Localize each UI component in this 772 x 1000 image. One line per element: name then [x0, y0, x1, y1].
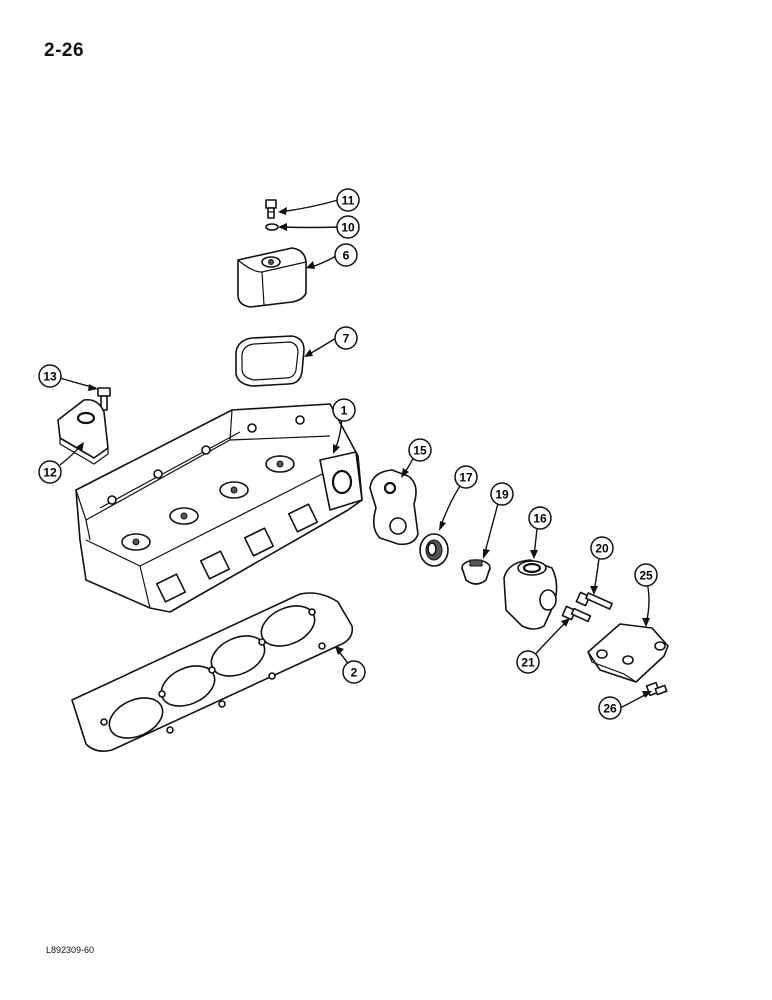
callout-16: 16 [528, 506, 552, 530]
seal-part-17 [419, 533, 449, 567]
callout-6: 6 [334, 243, 358, 267]
lifting-eye-part-12 [57, 398, 109, 465]
callout-21-number: 21 [521, 656, 535, 670]
callout-25-number: 25 [639, 569, 653, 583]
bolt-part-11 [265, 199, 277, 219]
callout-6-number: 6 [343, 249, 350, 263]
callout-25: 25 [634, 563, 658, 587]
head-gasket-part-2 [71, 592, 354, 752]
callout-1: 1 [332, 398, 356, 422]
callout-20-number: 20 [595, 542, 609, 556]
callout-13-number: 13 [43, 370, 57, 384]
callout-11: 11 [336, 188, 360, 212]
callout-26: 26 [598, 696, 622, 720]
housing-cap-part-6 [237, 247, 307, 308]
gasket-part-15 [369, 469, 419, 546]
bracket-part-25 [587, 623, 669, 683]
callout-11-number: 11 [342, 194, 355, 208]
water-outlet-part-16 [503, 559, 558, 630]
figure-code: L892309-60 [46, 945, 95, 955]
cylinder-head-part-1 [75, 403, 363, 613]
callout-19-number: 19 [495, 488, 509, 502]
thermostat-part-19 [461, 559, 491, 585]
callout-16-number: 16 [533, 512, 547, 526]
callout-7-number: 7 [343, 332, 350, 346]
callout-17-number: 17 [459, 471, 473, 485]
callout-12-number: 12 [43, 466, 57, 480]
callout-13: 13 [38, 364, 62, 388]
gasket-part-7 [235, 335, 305, 387]
callout-21: 21 [516, 650, 540, 674]
bolt-part-21 [561, 605, 592, 623]
bolt-part-13 [97, 387, 111, 411]
washer-part-10 [265, 223, 279, 231]
callout-7: 7 [334, 326, 358, 350]
callout-19: 19 [490, 482, 514, 506]
callout-26-number: 26 [603, 702, 617, 716]
bolt-part-26 [645, 681, 668, 697]
callout-17: 17 [454, 465, 478, 489]
callout-15-number: 15 [413, 444, 427, 458]
callout-2: 2 [342, 660, 366, 684]
callout-15: 15 [408, 438, 432, 462]
callout-20: 20 [590, 536, 614, 560]
callout-12: 12 [38, 460, 62, 484]
callout-10-number: 10 [341, 221, 355, 235]
callout-10: 10 [336, 215, 360, 239]
callout-1-number: 1 [341, 404, 348, 418]
leader-arrowheads [76, 207, 652, 698]
page-number: 2-26 [44, 40, 85, 61]
callout-2-number: 2 [351, 666, 358, 680]
bolt-part-20 [575, 591, 613, 610]
